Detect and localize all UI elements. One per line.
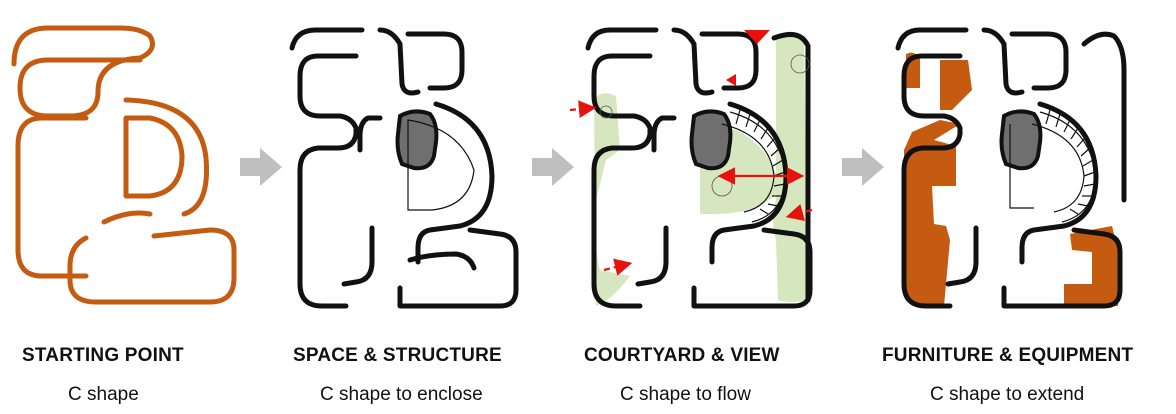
furniture-block-right [1064,226,1118,306]
panel-furniture-equipment [895,27,1127,309]
view-marker-icon [726,74,736,86]
panel-starting-point [11,25,237,305]
panel-courtyard-view [569,27,813,309]
stage-title-courtyard-view: COURTYARD & VIEW [584,345,780,366]
stage-subtitle-starting-point: C shape [68,384,139,405]
c-shape-left [15,115,89,279]
stage-subtitle-space-structure: C shape to enclose [320,384,483,405]
stage-title-furniture-equipment: FURNITURE & EQUIPMENT [882,345,1134,366]
right-arrow-icon [240,148,282,186]
furniture-block-left [904,120,960,306]
stage-subtitle-courtyard-view: C shape to flow [620,384,751,405]
structural-core [689,109,733,171]
right-arrow-icon [532,148,574,186]
right-arrow-icon [842,148,884,186]
view-arrows [569,100,813,276]
stage-title-starting-point: STARTING POINT [22,345,184,366]
stepped-terrace [1031,109,1097,223]
panel-space-structure [289,27,519,309]
furniture-block-top [940,60,972,110]
diagram-canvas [11,25,1127,309]
c-shape-mid-link [101,210,153,225]
stage-subtitle-furniture-equipment: C shape to extend [930,384,1085,405]
stage-title-space-structure: SPACE & STRUCTURE [293,345,502,366]
courtyard-green-right [773,36,808,302]
structural-core [395,109,439,171]
view-triangle-icon [744,30,770,44]
courtyard-green-left [594,93,630,306]
structural-core [999,109,1043,171]
c-shape-arc [123,97,210,217]
inner-courtyard-outline [407,119,475,211]
c-shape-top [11,25,155,119]
c-shape-inner-d [123,115,185,199]
c-shape-bottom-left [67,227,237,305]
